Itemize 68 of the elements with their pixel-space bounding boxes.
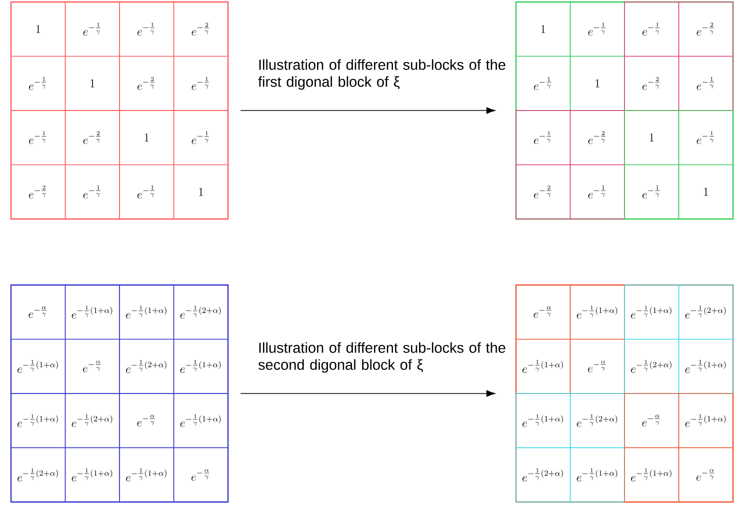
matrix-cell: $e^{-\frac{2}{\gamma}}$ bbox=[678, 2, 734, 57]
matrix-cell: $e^{-\frac{1}{\gamma}}$ bbox=[173, 56, 228, 111]
matrix-cell: $e^{-\frac{\alpha}{\gamma}}$ bbox=[678, 447, 734, 502]
matrix-cell: $e^{-\frac{1}{\gamma}}$ bbox=[516, 110, 571, 166]
matrix-cell: $e^{-\frac{\alpha}{\gamma}}$ bbox=[570, 338, 625, 394]
arrow bbox=[240, 107, 496, 114]
matrix-cell: $1$ bbox=[173, 164, 228, 220]
matrix-cell: $e^{-\frac{1}{\gamma}(1+\alpha)}$ bbox=[64, 284, 120, 340]
matrix-cell: $e^{-\frac{1}{\gamma}(1+\alpha)}$ bbox=[173, 338, 228, 394]
matrix-cell: $e^{-\frac{1}{\gamma}(1+\alpha)}$ bbox=[570, 447, 625, 502]
matrix-cell: $e^{-\frac{1}{\gamma}(1+\alpha)}$ bbox=[516, 338, 571, 394]
matrix-cell: $e^{-\frac{1}{\gamma}(2+\alpha)}$ bbox=[624, 338, 680, 394]
matrix-cell: $e^{-\frac{2}{\gamma}}$ bbox=[516, 164, 571, 220]
matrix-cell: $1$ bbox=[624, 110, 680, 166]
matrix-cell: $1$ bbox=[119, 110, 174, 166]
matrix-cell: $e^{-\frac{\alpha}{\gamma}}$ bbox=[119, 393, 174, 448]
matrix-cell: $e^{-\frac{1}{\gamma}}$ bbox=[119, 2, 174, 57]
matrix-cell: $e^{-\frac{1}{\gamma}}$ bbox=[173, 110, 228, 166]
matrix-cell: $e^{-\frac{\alpha}{\gamma}}$ bbox=[173, 447, 228, 502]
matrix-cell: $e^{-\frac{\alpha}{\gamma}}$ bbox=[624, 393, 680, 448]
matrix-cell: $e^{-\frac{1}{\gamma}(2+\alpha)}$ bbox=[10, 447, 66, 502]
matrix-cell: $e^{-\frac{1}{\gamma}}$ bbox=[119, 164, 174, 220]
matrix-cell: $e^{-\frac{1}{\gamma}}$ bbox=[678, 56, 734, 111]
matrix-cell: $e^{-\frac{1}{\gamma}(1+\alpha)}$ bbox=[119, 447, 174, 502]
matrix-cell: $e^{-\frac{\alpha}{\gamma}}$ bbox=[10, 284, 66, 340]
matrix-cell: $e^{-\frac{1}{\gamma}}$ bbox=[10, 110, 66, 166]
matrix-cell: $1$ bbox=[10, 2, 66, 57]
matrix-cell: $e^{-\frac{1}{\gamma}(1+\alpha)}$ bbox=[10, 393, 66, 448]
matrix-cell: $e^{-\frac{1}{\gamma}}$ bbox=[516, 56, 571, 111]
matrix-cell: $1$ bbox=[678, 164, 734, 220]
matrix-cell: $e^{-\frac{1}{\gamma}(2+\alpha)}$ bbox=[678, 284, 734, 340]
matrix-cell: $e^{-\frac{2}{\gamma}}$ bbox=[624, 56, 680, 111]
edge-label: Illustration of different sub-locks of the second digonal block of ξ bbox=[258, 342, 506, 373]
matrix-cell: $e^{-\frac{1}{\gamma}}$ bbox=[678, 110, 734, 166]
matrix-cell: $e^{-\frac{1}{\gamma}(2+\alpha)}$ bbox=[516, 447, 571, 502]
matrix-cell: $e^{-\frac{1}{\gamma}(1+\alpha)}$ bbox=[624, 284, 680, 340]
matrix-cell: $e^{-\frac{1}{\gamma}(2+\alpha)}$ bbox=[570, 393, 625, 448]
matrix-cell: $e^{-\frac{\alpha}{\gamma}}$ bbox=[516, 284, 571, 340]
matrix-cell: $e^{-\frac{1}{\gamma}(1+\alpha)}$ bbox=[570, 284, 625, 340]
matrix-cell: $e^{-\frac{1}{\gamma}}$ bbox=[624, 2, 680, 57]
matrix-cell: $e^{-\frac{1}{\gamma}(1+\alpha)}$ bbox=[678, 338, 734, 394]
matrix-cell: $e^{-\frac{1}{\gamma}}$ bbox=[64, 164, 120, 220]
matrix-cell: $e^{-\frac{2}{\gamma}}$ bbox=[173, 2, 228, 57]
matrix-cell: $e^{-\frac{1}{\gamma}(1+\alpha)}$ bbox=[10, 338, 66, 394]
matrix-cell: $e^{-\frac{1}{\gamma}(2+\alpha)}$ bbox=[173, 284, 228, 340]
matrix-cell: $e^{-\frac{1}{\gamma}(1+\alpha)}$ bbox=[624, 447, 680, 502]
matrix-cell: $e^{-\frac{2}{\gamma}}$ bbox=[10, 164, 66, 220]
arrow bbox=[240, 390, 496, 397]
matrix-cell: $e^{-\frac{2}{\gamma}}$ bbox=[119, 56, 174, 111]
matrix-cell: $e^{-\frac{1}{\gamma}(2+\alpha)}$ bbox=[119, 338, 174, 394]
matrix-cell: $e^{-\frac{1}{\gamma}(1+\alpha)}$ bbox=[119, 284, 174, 340]
matrix-cell: $e^{-\frac{2}{\gamma}}$ bbox=[570, 110, 625, 166]
matrix-cell: $e^{-\frac{\alpha}{\gamma}}$ bbox=[64, 338, 120, 394]
edge-label: Illustration of different sub-locks of the first digonal block of ξ bbox=[258, 59, 506, 90]
matrix-cell: $e^{-\frac{1}{\gamma}}$ bbox=[10, 56, 66, 111]
matrix-cell: $1$ bbox=[570, 56, 625, 111]
matrix-cell: $e^{-\frac{1}{\gamma}(1+\alpha)}$ bbox=[64, 447, 120, 502]
matrix-cell: $e^{-\frac{1}{\gamma}(1+\alpha)}$ bbox=[516, 393, 571, 448]
matrix-cell: $e^{-\frac{1}{\gamma}(2+\alpha)}$ bbox=[64, 393, 120, 448]
matrix-cell: $e^{-\frac{1}{\gamma}}$ bbox=[570, 164, 625, 220]
matrix-cell: $e^{-\frac{1}{\gamma}}$ bbox=[64, 2, 120, 57]
matrix-cell: $e^{-\frac{1}{\gamma}(1+\alpha)}$ bbox=[678, 393, 734, 448]
matrix-cell: $e^{-\frac{1}{\gamma}}$ bbox=[624, 164, 680, 220]
matrix-cell: $e^{-\frac{2}{\gamma}}$ bbox=[64, 110, 120, 166]
matrix-cell: $1$ bbox=[64, 56, 120, 111]
matrix-cell: $e^{-\frac{1}{\gamma}}$ bbox=[570, 2, 625, 57]
matrix-cell: $1$ bbox=[516, 2, 571, 57]
matrix-cell: $e^{-\frac{1}{\gamma}(1+\alpha)}$ bbox=[173, 393, 228, 448]
